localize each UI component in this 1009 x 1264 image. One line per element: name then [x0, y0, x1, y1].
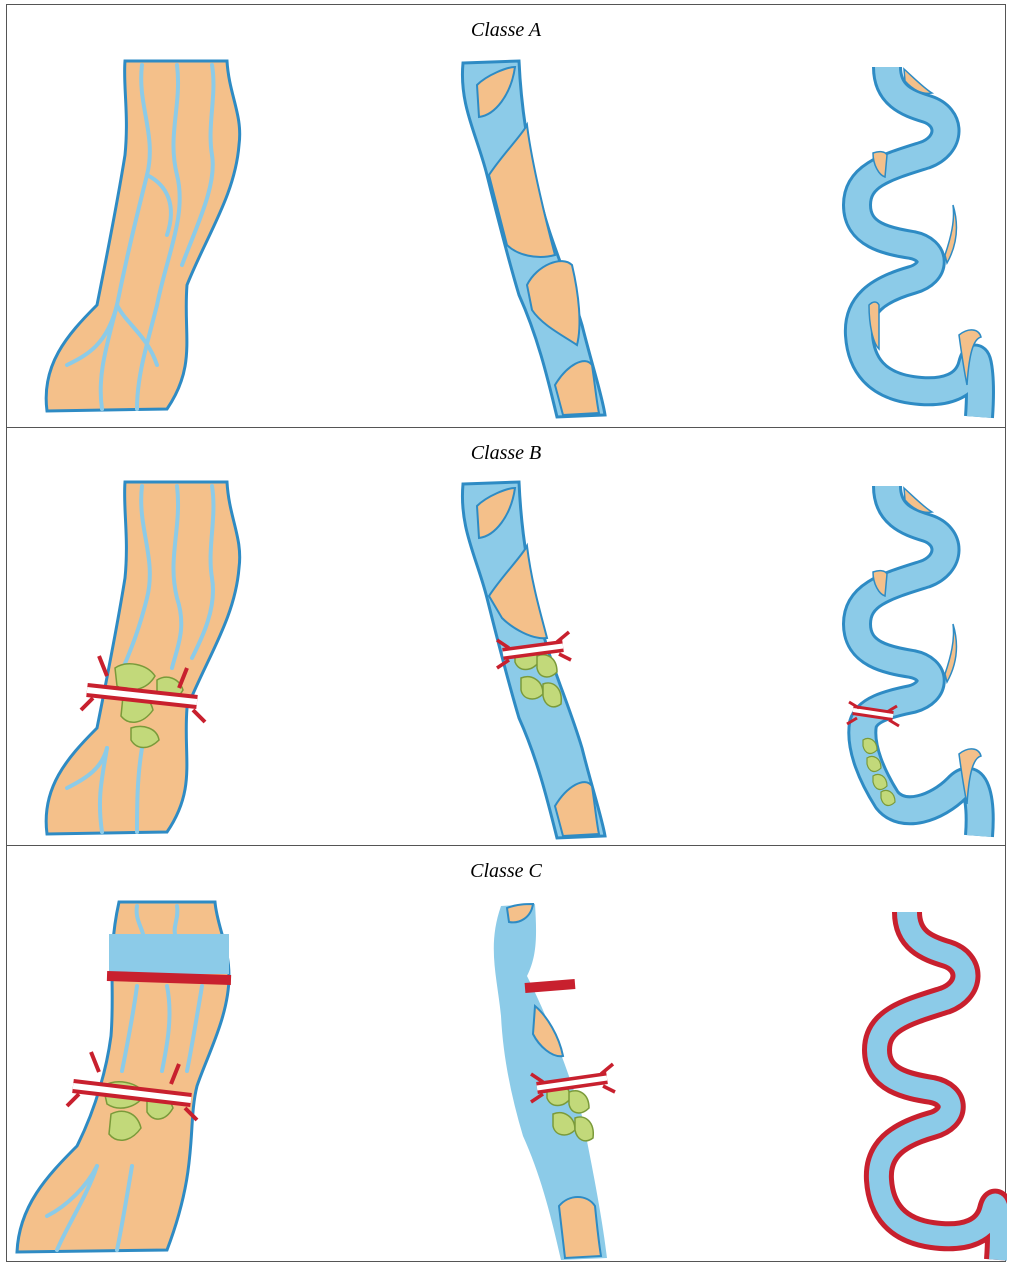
- class-b-illustrations: [7, 428, 1007, 846]
- meandering-river-icon: [877, 912, 1000, 1260]
- braided-river-icon: [17, 902, 231, 1252]
- braided-river-icon: [46, 482, 240, 834]
- wandering-river-icon: [494, 904, 615, 1260]
- class-c-illustrations: [7, 846, 1007, 1262]
- dam-barrier-icon: [525, 984, 575, 988]
- classification-figure: Classe A: [6, 4, 1006, 1262]
- wandering-river-icon: [462, 482, 605, 838]
- class-c-row: Classe C: [7, 845, 1005, 1261]
- class-a-row: Classe A: [7, 5, 1005, 427]
- wandering-river-icon: [462, 61, 605, 417]
- class-a-illustrations: [7, 5, 1007, 427]
- braided-river-icon: [46, 61, 240, 411]
- dam-barrier-icon: [107, 976, 231, 980]
- meandering-river-icon: [857, 67, 981, 417]
- meandering-river-icon: [847, 486, 981, 836]
- class-b-row: Classe B: [7, 427, 1005, 845]
